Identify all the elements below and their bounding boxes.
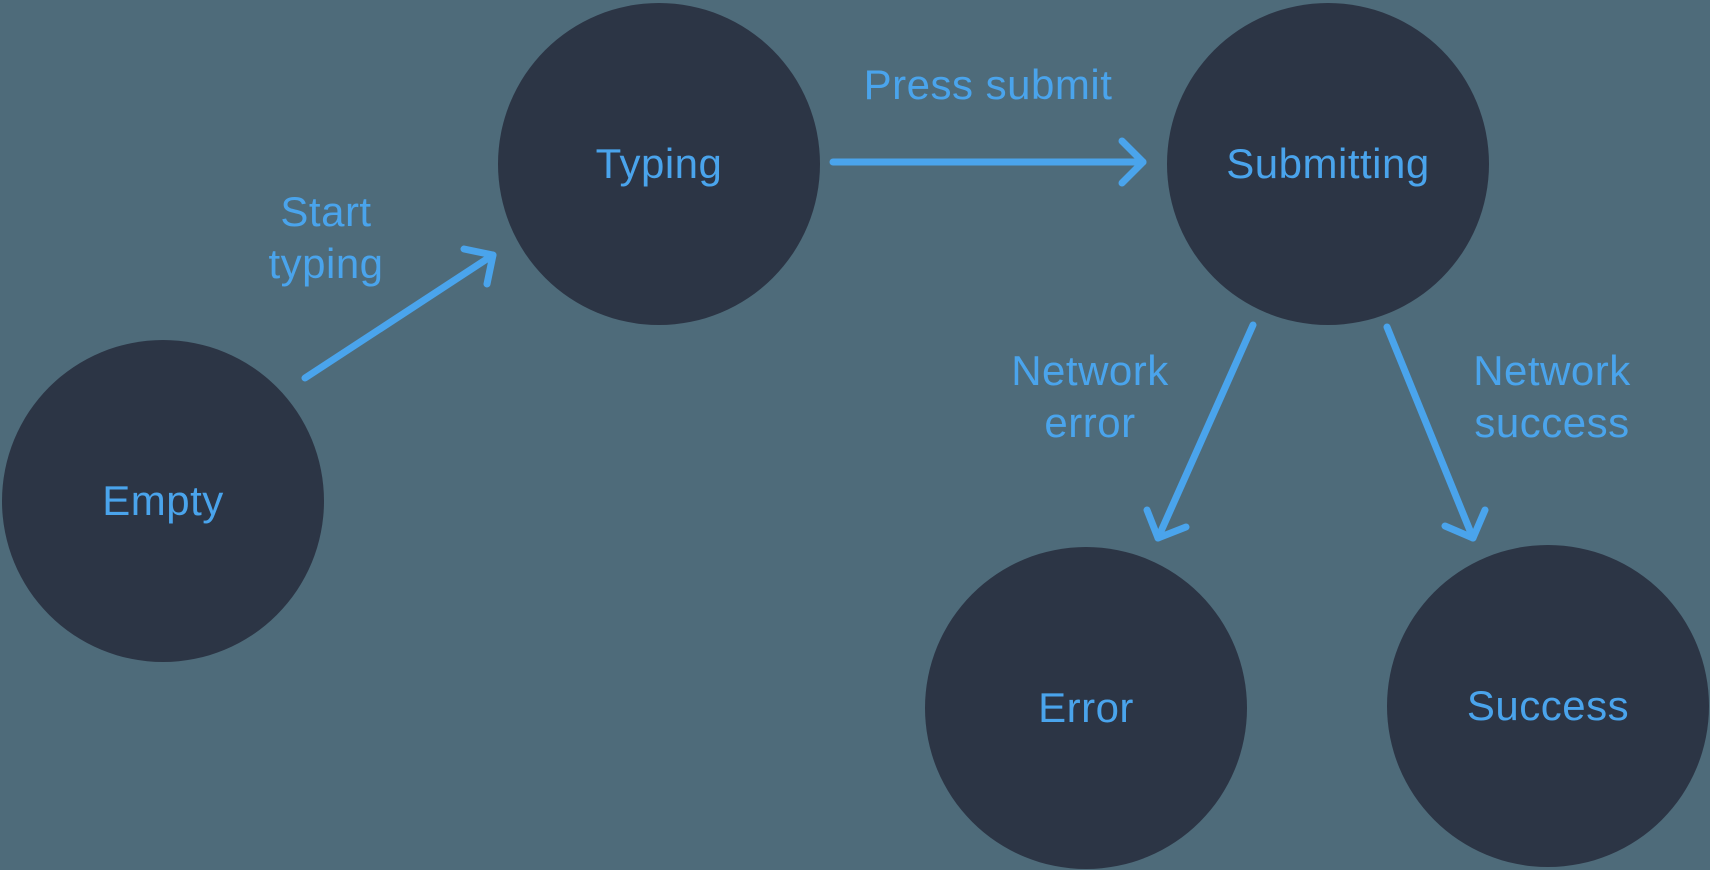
transition-label-line: typing: [268, 240, 384, 287]
transition-label-line: Press submit: [863, 61, 1113, 108]
arrowhead-icon: [1118, 137, 1147, 187]
transition-label-start-typing: Start typing: [268, 186, 383, 290]
arrow-shaft: [1383, 323, 1477, 542]
state-node-empty: Empty: [2, 340, 324, 662]
arrowhead-icon: [1441, 506, 1489, 542]
arrow-shaft: [1154, 321, 1257, 542]
state-node-error: Error: [925, 547, 1247, 869]
state-label: Error: [1038, 684, 1134, 731]
transition-label-line: Network: [1011, 347, 1169, 394]
arrow-shaft: [301, 251, 497, 382]
arrowhead-icon: [460, 245, 497, 288]
state-label: Success: [1466, 682, 1630, 729]
transition-label-network-success: Network success: [1473, 345, 1631, 449]
arrowhead-icon: [1143, 506, 1190, 542]
arrow-press-submit: [829, 137, 1147, 187]
arrow-start-typing: [301, 245, 497, 382]
state-node-success: Success: [1387, 545, 1709, 867]
state-node-submitting: Submitting: [1167, 3, 1489, 325]
transition-label-line: Start: [280, 188, 372, 235]
state-label: Empty: [102, 477, 224, 524]
transition-label-line: success: [1474, 399, 1630, 446]
state-node-typing: Typing: [498, 3, 820, 325]
transition-label-press-submit: Press submit: [864, 59, 1113, 111]
state-label: Submitting: [1226, 140, 1430, 187]
arrow-network-success: [1383, 323, 1489, 542]
transition-label-line: error: [1044, 399, 1136, 446]
state-label: Typing: [595, 140, 723, 187]
transition-label-line: Network: [1473, 347, 1631, 394]
transition-label-network-error: Network error: [1011, 345, 1169, 449]
arrow-network-error: [1143, 321, 1257, 542]
